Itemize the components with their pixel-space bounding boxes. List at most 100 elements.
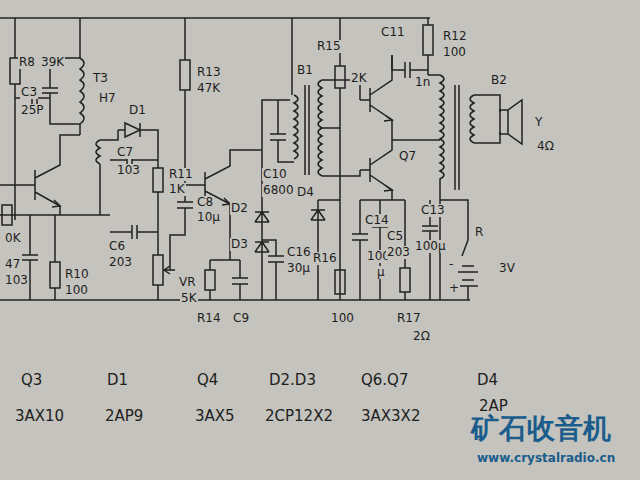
parts-table-cell: Q3: [20, 372, 43, 389]
part-label: 6800: [262, 184, 295, 197]
part-label: R17: [396, 312, 422, 325]
wire: [79, 18, 81, 135]
part-label: 103: [4, 274, 29, 287]
capacitor-symbol: [232, 278, 248, 284]
speaker-symbol: [500, 110, 508, 134]
parts-table-cell: 2AP: [478, 398, 509, 415]
value-label: H7: [98, 92, 117, 105]
parts-table-cell: D4: [476, 372, 499, 389]
part-label: R8: [18, 56, 36, 69]
part-label: 203: [108, 256, 133, 269]
value-label: 100μ: [414, 240, 447, 253]
value-label: 25P: [20, 104, 45, 117]
part-label: C14: [364, 214, 390, 227]
value-label: C9: [232, 312, 250, 325]
transistor-arrow: [52, 200, 60, 207]
parts-table-cell: Q4: [196, 372, 219, 389]
parts-table-cell: 2CP12X2: [264, 408, 334, 425]
part-label: 1K: [168, 183, 186, 196]
value-label: C16: [286, 246, 312, 259]
transformer-core: [305, 85, 309, 175]
parts-table-cell: 2AP9: [104, 408, 144, 425]
part-label: +: [448, 282, 460, 295]
resistor-symbol: [335, 66, 345, 88]
part-label: T3: [92, 72, 109, 85]
capacitor-symbol: [262, 100, 294, 162]
potentiometer-symbol: [153, 255, 163, 285]
part-label: C3: [20, 86, 38, 99]
value-label: D2: [230, 202, 249, 215]
coil-symbol: [96, 130, 118, 215]
value-label: Y: [534, 116, 543, 129]
part-label: C13: [420, 204, 446, 217]
transformer-coil: [318, 80, 322, 176]
capacitor-symbol: [110, 225, 158, 239]
transistor-arrow: [384, 116, 392, 121]
resistor-symbol: [205, 270, 215, 290]
value-label: R13: [196, 66, 222, 79]
value-label: 100: [442, 46, 467, 59]
wire: [0, 299, 470, 301]
parts-table-cell: 3AX5: [194, 408, 236, 425]
part-label: 4Ω: [536, 140, 555, 153]
wire: [339, 18, 341, 300]
part-label: 103: [116, 164, 141, 177]
part-label: 47K: [196, 82, 221, 95]
value-label: C7: [116, 146, 134, 159]
wire: [157, 192, 159, 255]
part-label: μ: [376, 266, 386, 279]
part-label: R14: [196, 312, 222, 325]
parts-table-cell: D1: [106, 372, 129, 389]
part-label: R16: [312, 252, 338, 265]
value-label: R11: [168, 168, 194, 181]
part-label: D3: [230, 238, 249, 251]
value-label: 2Ω: [412, 330, 431, 343]
resistor-symbol: [2, 205, 12, 225]
parts-table-cell: D2.D3: [268, 372, 317, 389]
watermark: 矿石收音机: [470, 414, 612, 445]
part-label: R15: [316, 40, 342, 53]
transistor-symbol: [185, 150, 262, 260]
value-label: B1: [296, 64, 314, 77]
part-label: 203: [386, 246, 411, 259]
coil-symbol: [80, 58, 84, 124]
capacitor-symbol: [22, 215, 38, 300]
watermark-url: www.crystalradio.cn: [476, 452, 616, 465]
resistor-symbol: [153, 168, 163, 192]
parts-table-cell: 3AX10: [14, 408, 65, 425]
transformer-coil: [292, 18, 298, 159]
transistor-symbol: [360, 140, 392, 200]
value-label: D4: [296, 186, 315, 199]
value-label: 2K: [350, 72, 368, 85]
value-label: 47: [4, 258, 21, 271]
wire: [392, 139, 440, 141]
wire: [14, 18, 16, 220]
resistor-symbol: [335, 270, 345, 294]
part-label: D1: [128, 104, 147, 117]
part-label: 0K: [4, 232, 22, 245]
wire: [322, 80, 360, 176]
parts-table-cell: Q6.Q7: [360, 372, 409, 389]
resistor-symbol: [50, 262, 60, 288]
value-label: 39K: [40, 56, 65, 69]
wire: [184, 18, 186, 185]
capacitor-symbol: [392, 55, 428, 78]
transformer-coil: [470, 95, 500, 143]
part-label: B2: [490, 74, 508, 87]
part-label: C11: [380, 26, 406, 39]
value-label: R10: [64, 268, 90, 281]
part-label: R: [474, 226, 484, 239]
part-label: 5K: [180, 292, 198, 305]
transistor-arrow: [222, 198, 230, 205]
part-label: 30μ: [286, 262, 311, 275]
value-label: C6: [108, 240, 126, 253]
value-label: VR: [178, 276, 197, 289]
part-label: R12: [442, 30, 468, 43]
value-label: Q7: [398, 150, 417, 163]
speaker-symbol: [508, 100, 522, 144]
potentiometer-wiper: [158, 266, 175, 300]
value-label: C5: [386, 230, 404, 243]
electrolytic-capacitor-symbol: [262, 240, 284, 300]
resistor-symbol: [180, 60, 190, 90]
value-label: 3V: [498, 262, 516, 275]
